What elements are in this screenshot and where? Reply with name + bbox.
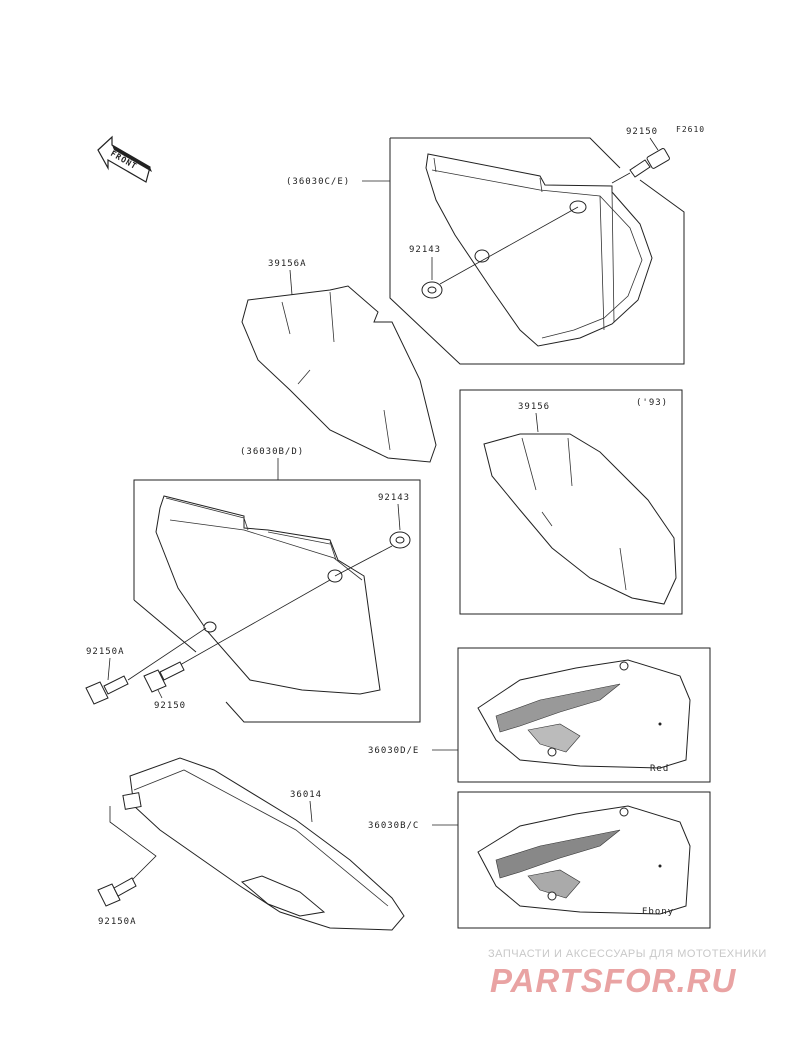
decal-ebony-ref: 36030B/C	[368, 821, 419, 831]
decal-ebony-group: 36030B/C Ebony	[368, 791, 711, 929]
bolt-a-label: 92150A	[86, 647, 125, 657]
seat-pad-box	[483, 433, 677, 605]
bolt-b-label: 92150	[154, 701, 186, 711]
front-arrow-icon: FRONT	[97, 135, 152, 183]
decal-red-group: 36030D/E Red	[368, 647, 711, 783]
side-cover-left	[155, 495, 381, 695]
bolt-b-icon	[143, 661, 185, 693]
right-cover-group: (36030C/E) 92150 92143	[286, 127, 685, 365]
decal-red-color: Red	[650, 764, 669, 774]
bolt-top-icon	[611, 148, 670, 184]
side-cover-ebony	[477, 805, 691, 915]
pad-box-label: 39156	[518, 402, 550, 412]
watermark-tagline: ЗАПЧАСТИ И АКСЕССУАРЫ ДЛЯ МОТОТЕХНИКИ	[488, 948, 767, 960]
bolt-chain-icon	[97, 877, 137, 907]
side-cover-right	[425, 153, 653, 347]
bolt-chain-label: 92150A	[98, 917, 137, 927]
side-cover-red	[477, 659, 691, 769]
bolt-top-label: 92150	[626, 127, 658, 137]
left-cover-group: (36030B/D) 92143 92150A 92150	[85, 447, 421, 723]
decal-ebony-color: Ebony	[642, 907, 674, 917]
chain-cover-group: 36014 92150A	[97, 757, 405, 931]
pad-box-group: 39156 ('93)	[459, 389, 683, 615]
bolt-a-icon	[85, 675, 129, 705]
watermark-logo: PARTSFOR.RU	[490, 962, 737, 999]
washer-left-label: 92143	[378, 493, 410, 503]
figure-code: F2610	[676, 125, 705, 134]
pad-box-year: ('93)	[636, 398, 668, 408]
chain-cover-label: 36014	[290, 790, 322, 800]
cover-left-label: (36030B/D)	[240, 447, 304, 457]
washer-top-label: 92143	[409, 245, 441, 255]
cover-right-upper-label: (36030C/E)	[286, 177, 350, 187]
chain-cover	[129, 757, 405, 931]
decal-red-ref: 36030D/E	[368, 746, 419, 756]
seat-pad-upper	[241, 285, 437, 463]
pad-upper-group: 39156A	[241, 259, 437, 463]
pad-upper-label: 39156A	[268, 259, 307, 269]
